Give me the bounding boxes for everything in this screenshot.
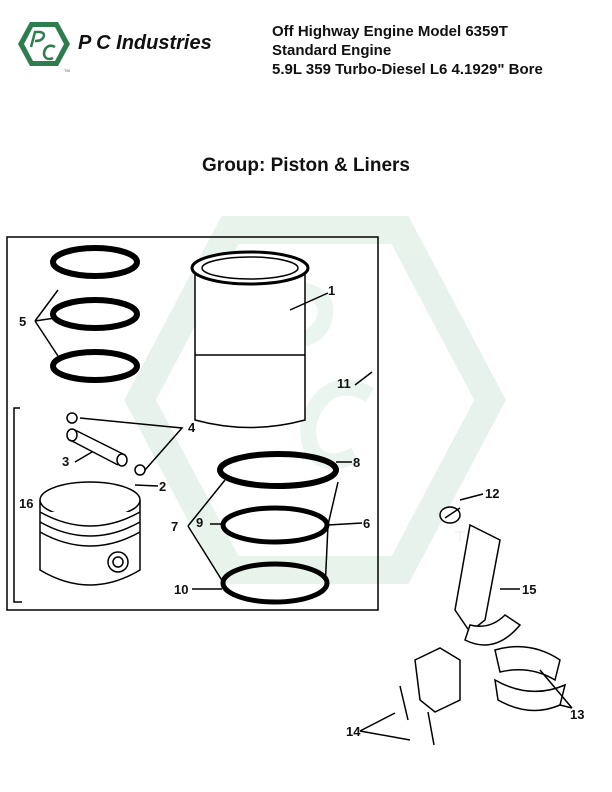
callout-9: 9	[196, 515, 204, 530]
leader-5	[34, 289, 59, 357]
title-line: Off Highway Engine Model 6359T	[272, 23, 508, 40]
callout-13: 13	[570, 707, 585, 722]
retainer-clip	[134, 464, 146, 476]
parts-frame	[6, 236, 379, 611]
retainer-clip	[66, 412, 78, 424]
callout-16: 16	[19, 496, 34, 511]
piston	[39, 481, 141, 586]
svg-text:TM: TM	[64, 68, 70, 73]
cylinder-liner	[190, 250, 310, 429]
brand-name: P C Industries	[78, 32, 212, 54]
leader-4	[79, 417, 184, 471]
callout-10: 10	[174, 582, 189, 597]
title-line: 5.9L 359 Turbo-Diesel L6 4.1929" Bore	[272, 61, 543, 78]
leader-2	[134, 484, 159, 487]
callout-7: 7	[171, 519, 179, 534]
callout-11: 11	[337, 376, 351, 391]
callout-5: 5	[19, 314, 27, 329]
leader-11	[354, 371, 373, 386]
group-title: Group: Piston & Liners	[202, 155, 410, 176]
o-ring-9	[220, 505, 330, 545]
callout-1: 1	[328, 283, 336, 298]
callout-6: 6	[363, 516, 371, 531]
liner-seal-8	[217, 451, 339, 489]
leaders-6-7	[187, 479, 363, 591]
bracket-16	[13, 407, 22, 603]
piston-pin	[66, 428, 128, 467]
leader-1	[289, 292, 329, 311]
callout-12: 12	[485, 486, 500, 501]
title-line: Standard Engine	[272, 42, 392, 59]
callout-14: 14	[346, 724, 361, 739]
callout-3: 3	[62, 454, 70, 469]
callout-4: 4	[188, 420, 196, 435]
document-title: Off Highway Engine Model 6359T Standard …	[272, 22, 543, 79]
leader-3	[74, 451, 93, 463]
pc-logo: TM	[18, 22, 70, 73]
watermark-logo	[124, 216, 506, 584]
piston-rings	[50, 245, 140, 383]
callout-2: 2	[159, 479, 167, 494]
connecting-rod	[399, 506, 567, 746]
callout-8: 8	[353, 455, 361, 470]
callout-15: 15	[522, 582, 537, 597]
